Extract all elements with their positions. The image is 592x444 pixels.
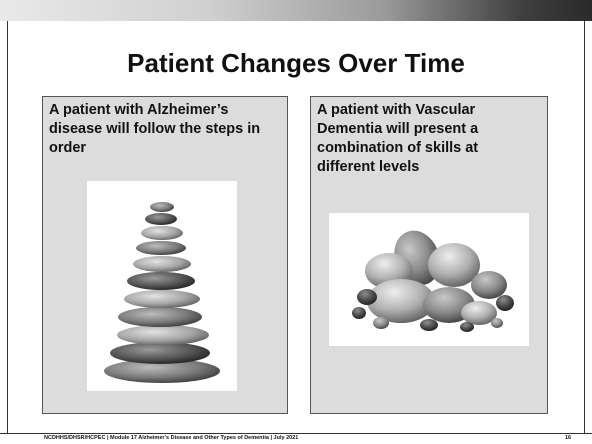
pebble	[428, 243, 480, 287]
page-number: 16	[565, 435, 572, 441]
stone	[133, 256, 191, 272]
pebble	[420, 319, 438, 331]
stone	[127, 272, 195, 290]
pebble	[357, 289, 377, 305]
top-gradient-bar	[0, 0, 592, 21]
pebble	[460, 322, 474, 332]
pebble	[461, 301, 497, 325]
left-panel: A patient with Alzheimer’s disease will …	[42, 96, 288, 414]
pebble	[352, 307, 366, 319]
stone	[124, 290, 200, 308]
stone	[117, 325, 209, 345]
stone	[150, 202, 174, 212]
pebble	[471, 271, 507, 299]
stacked-stones-image	[87, 181, 237, 391]
slide-title: Patient Changes Over Time	[127, 48, 465, 78]
right-panel: A patient with Vascular Dementia will pr…	[310, 96, 548, 414]
left-frame-line	[7, 21, 8, 433]
stone	[141, 226, 183, 240]
footer-text: NCDHHS/DHSR/HCPEC | Module 17 Alzheimer’…	[44, 435, 299, 441]
stone	[118, 307, 202, 327]
left-panel-text: A patient with Alzheimer’s disease will …	[49, 102, 261, 156]
right-panel-text: A patient with Vascular Dementia will pr…	[317, 102, 479, 175]
pebble	[373, 317, 389, 329]
stone	[136, 241, 186, 255]
pebbles-pile-image	[329, 213, 529, 346]
footer-rule	[0, 433, 592, 434]
stone	[104, 359, 220, 383]
pebble	[491, 318, 503, 328]
pebble	[367, 279, 435, 323]
pebble	[496, 295, 514, 311]
right-frame-line	[584, 21, 585, 433]
stone	[110, 342, 210, 364]
stone	[145, 213, 177, 225]
